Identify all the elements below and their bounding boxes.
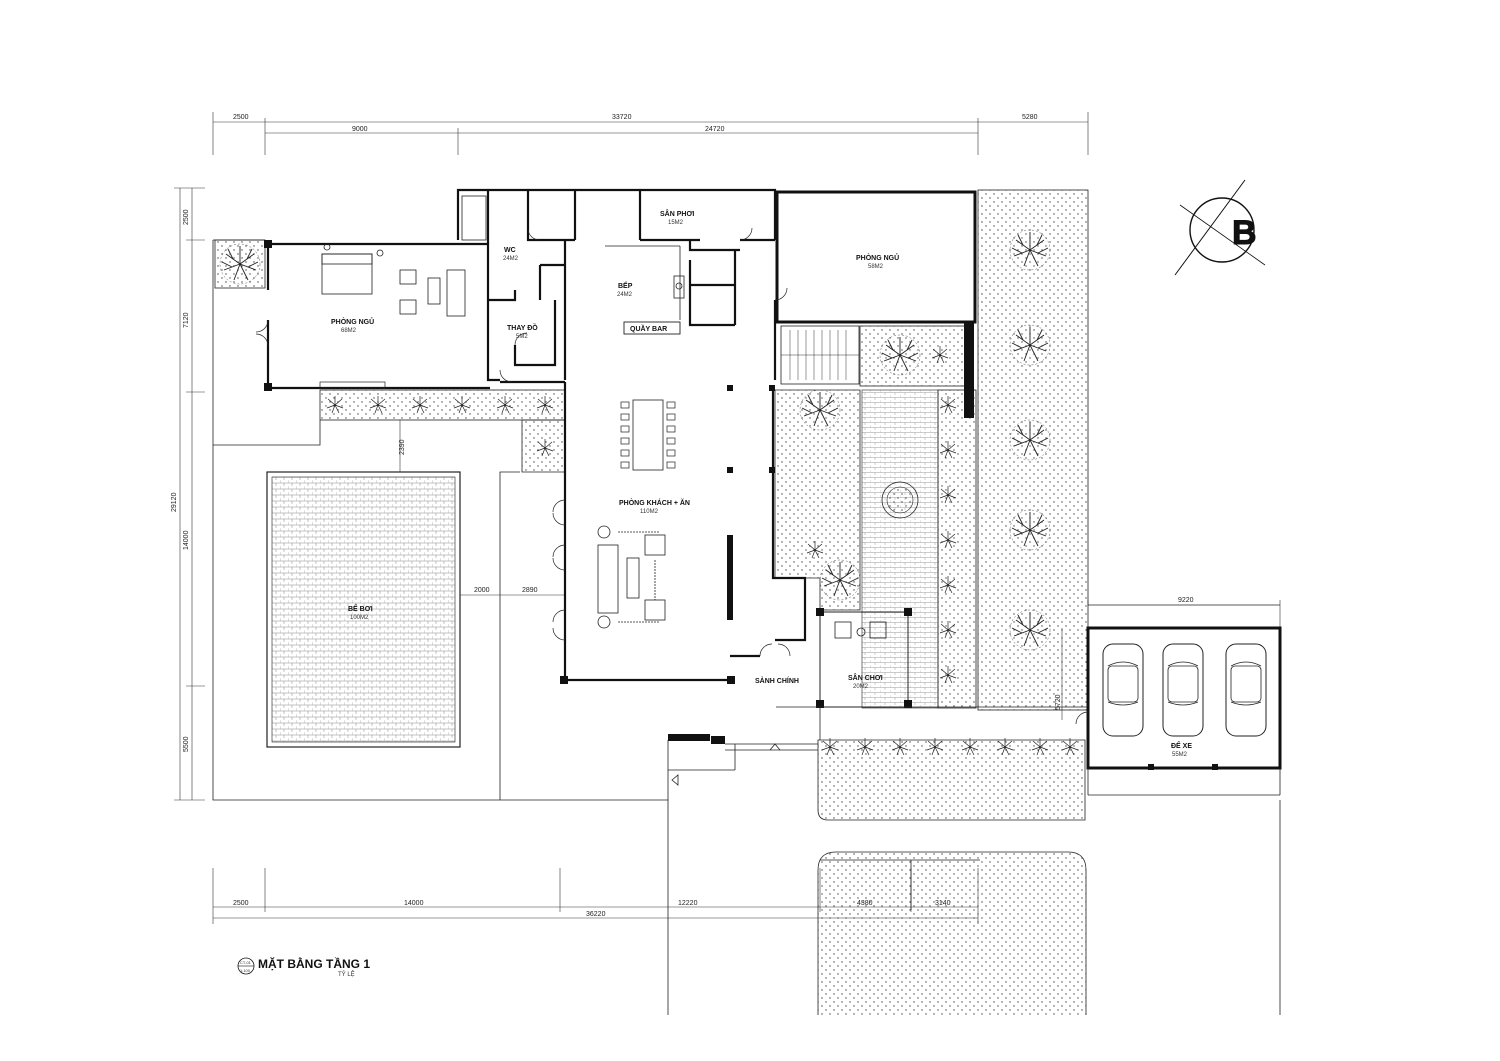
room-name-play-yard: SÂN CHƠI: [848, 673, 883, 682]
north-arrow-icon: B: [1174, 179, 1266, 276]
room-area-garage: 55M2: [1172, 752, 1188, 758]
compass-letter: B: [1232, 214, 1257, 252]
landscape-trees: [219, 229, 1079, 756]
dim-top-2: 33720: [612, 114, 632, 121]
dim-pool-gap: 2390: [399, 439, 406, 455]
room-area-living-dining: 110M2: [640, 509, 659, 515]
room-name-living-dining: PHÒNG KHÁCH + ĂN: [619, 498, 690, 507]
dim-bottom-3: 12220: [678, 900, 698, 907]
room-area-drying-yard: 15M2: [668, 220, 684, 226]
room-name-wc: WC: [504, 247, 516, 254]
dim-left-5: 5500: [183, 736, 190, 752]
room-labels: PHÒNG NGỦ 68M2 WC 24M2 THAY ĐỒ 5M2 BẾP 2…: [331, 209, 1192, 758]
dim-bottom-2: 14000: [404, 900, 424, 907]
drawing-title: MẶT BẰNG TẦNG 1: [258, 956, 370, 971]
room-area-pool: 100M2: [350, 615, 369, 621]
swimming-pool: 2390 2000 2890: [213, 420, 565, 800]
dim-top-4: 9000: [352, 126, 368, 133]
dim-left-4: 14000: [183, 530, 190, 550]
top-dimensions: 2500 33720 5280 9000 24720: [212, 112, 1089, 155]
dim-left-2: 7120: [183, 312, 190, 328]
doors: [255, 227, 1089, 725]
dim-bottom-1: 2500: [233, 900, 249, 907]
dim-garage-width: 9220: [1178, 597, 1194, 604]
room-name-drying-yard: SÂN PHƠI: [660, 209, 694, 218]
left-dimensions: 2500 7120 29120 14000 5500: [171, 187, 205, 801]
room-area-kitchen: 24M2: [617, 292, 633, 298]
dim-top-5: 24720: [705, 126, 725, 133]
room-name-bedroom-1: PHÒNG NGỦ: [331, 317, 374, 326]
dim-terrace: 2890: [522, 587, 538, 594]
scale-label: TỶ LỆ: [338, 970, 355, 978]
garage-cars: [1102, 643, 1267, 737]
room-name-main-lobby: SẢNH CHÍNH: [755, 676, 799, 685]
site-boundary: 9220: [212, 239, 1281, 1015]
room-name-dressing: THAY ĐỒ: [507, 322, 538, 332]
room-name-garage: ĐỂ XE: [1171, 741, 1192, 750]
room-area-wc: 24M2: [503, 256, 519, 262]
dim-pool-side: 2000: [474, 587, 490, 594]
tag-bottom: 1:100: [240, 968, 251, 973]
dim-top-3: 5280: [1022, 114, 1038, 121]
tag-top: CT-01: [240, 960, 252, 965]
dim-left-1: 2500: [183, 209, 190, 225]
courtyard-tiles: [861, 389, 939, 709]
room-name-kitchen: BẾP: [618, 280, 633, 290]
room-area-play-yard: 20M2: [853, 684, 869, 690]
dim-top-1: 2500: [233, 114, 249, 121]
room-name-pool: BỂ BƠI: [348, 604, 373, 613]
room-area-dressing: 5M2: [516, 334, 528, 340]
furniture: [321, 243, 887, 639]
room-area-bedroom-1: 68M2: [341, 328, 357, 334]
room-name-bedroom-2: PHÒNG NGỦ: [856, 253, 899, 262]
drawing-title-block: CT-01 1:100 MẶT BẰNG TẦNG 1 TỶ LỆ: [237, 956, 370, 978]
room-area-bedroom-2: 58M2: [868, 264, 884, 270]
dim-bottom-total: 36220: [586, 911, 606, 918]
walls: 5720: [264, 188, 1282, 800]
dim-left-3: 29120: [171, 492, 178, 512]
room-name-bar: QUẦY BAR: [630, 323, 667, 333]
dim-garage-depth: 5720: [1055, 694, 1062, 710]
